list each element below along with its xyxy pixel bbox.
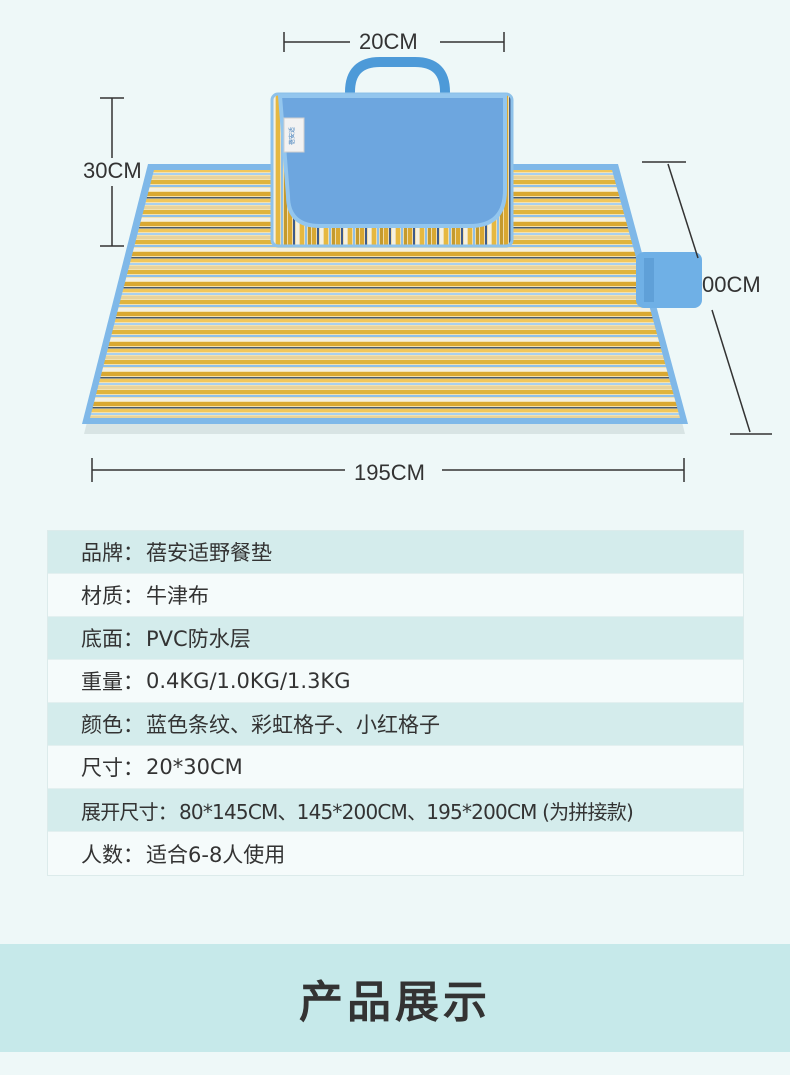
spec-value: 适合6-8人使用 bbox=[146, 842, 286, 867]
bag-logo-tag bbox=[283, 117, 305, 153]
bag-height-label: 30CM bbox=[83, 158, 142, 183]
spec-label: 品牌： bbox=[81, 541, 144, 565]
spec-row-base: 底面：PVC防水层 bbox=[48, 617, 743, 660]
spec-row-material: 材质：牛津布 bbox=[48, 574, 743, 617]
bag-handle bbox=[345, 57, 450, 97]
spec-row-weight: 重量：0.4KG/1.0KG/1.3KG bbox=[48, 660, 743, 703]
spec-value: 20*30CM bbox=[146, 755, 243, 779]
bag-logo-text: 蓓安适 bbox=[288, 127, 296, 145]
spec-row-brand: 品牌：蓓安适野餐垫 bbox=[48, 531, 743, 574]
spec-label: 材质： bbox=[81, 584, 144, 608]
spec-label: 颜色： bbox=[81, 713, 144, 737]
spec-label: 底面： bbox=[81, 627, 144, 651]
spec-value: PVC防水层 bbox=[146, 627, 251, 651]
spec-row-size: 尺寸：20*30CM bbox=[48, 746, 743, 789]
section-title: 产品展示 bbox=[299, 977, 491, 1028]
spec-value: 0.4KG/1.0KG/1.3KG bbox=[146, 669, 351, 693]
spec-row-color: 颜色：蓝色条纹、彩虹格子、小红格子 bbox=[48, 703, 743, 746]
spec-label: 展开尺寸： bbox=[81, 799, 178, 824]
dimension-diagram: 蓓安适 20CM 30CM 00CM 195CM bbox=[0, 0, 790, 500]
spec-row-capacity: 人数：适合6-8人使用 bbox=[48, 832, 743, 875]
mat-length-label: 195CM bbox=[348, 460, 431, 486]
bag-width-label: 20CM bbox=[353, 29, 424, 55]
spec-label: 重量： bbox=[81, 670, 144, 694]
spec-row-unfolded-size: 展开尺寸：80*145CM、145*200CM、195*200CM (为拼接款) bbox=[48, 789, 743, 832]
spec-table: 品牌：蓓安适野餐垫 材质：牛津布 底面：PVC防水层 重量：0.4KG/1.0K… bbox=[47, 530, 744, 876]
mat-width-label: 00CM bbox=[702, 272, 761, 297]
spec-value: 蓝色条纹、彩虹格子、小红格子 bbox=[146, 713, 440, 737]
mat-stripes bbox=[90, 170, 680, 418]
spec-label: 人数： bbox=[81, 842, 144, 867]
section-banner: 产品展示 bbox=[0, 944, 790, 1052]
spec-value: 蓓安适野餐垫 bbox=[146, 541, 272, 565]
picnic-mat-illustration: 蓓安适 bbox=[82, 32, 772, 482]
spec-value: 牛津布 bbox=[146, 584, 209, 608]
bag-flap bbox=[277, 94, 507, 228]
spec-value: 80*145CM、145*200CM、195*200CM (为拼接款) bbox=[179, 799, 634, 824]
spec-label: 尺寸： bbox=[81, 756, 144, 780]
